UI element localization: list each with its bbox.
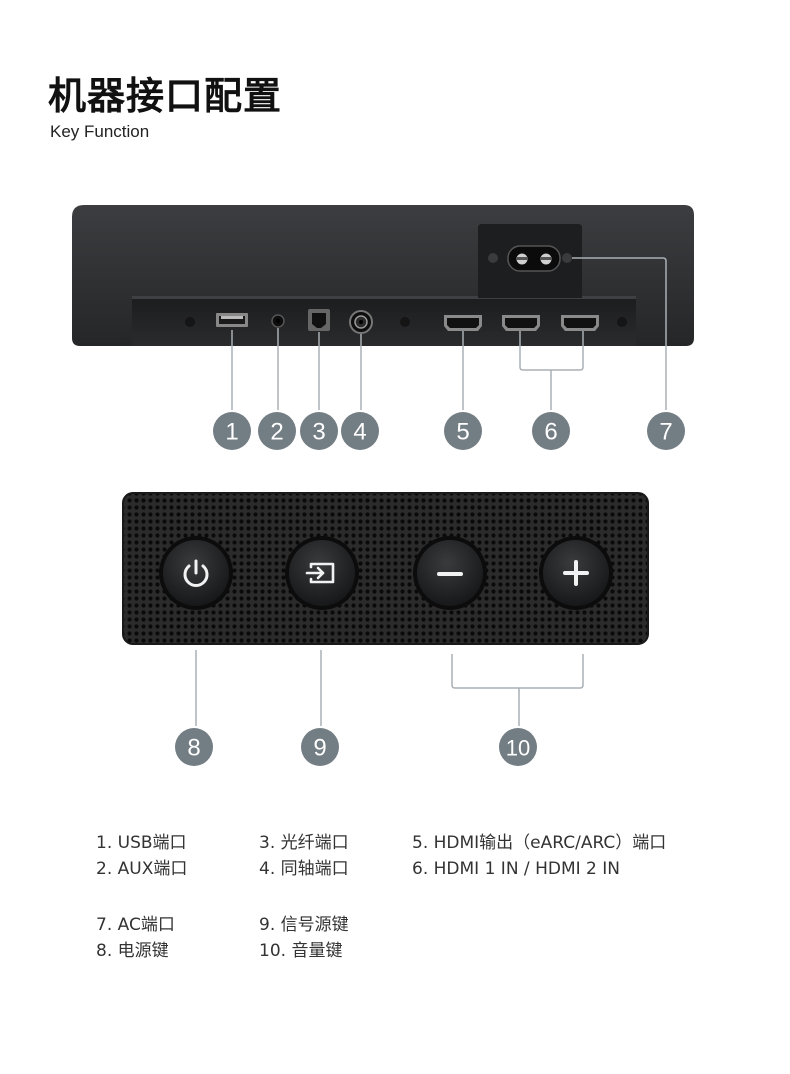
badge-number: 3	[312, 419, 325, 446]
page-subtitle: Key Function	[50, 122, 150, 141]
legend-column-2b: 9. 信号源键 10. 音量键	[259, 912, 349, 964]
badge-1: 1	[213, 412, 251, 450]
power-button	[159, 536, 233, 610]
legend-column-1: 1. USB端口 2. AUX端口	[96, 830, 187, 882]
badge-10: 10	[499, 728, 537, 766]
badge-number: 4	[353, 419, 366, 446]
legend-item: 2. AUX端口	[96, 859, 188, 879]
badge-number: 10	[506, 736, 530, 761]
legend-item: 9. 信号源键	[259, 915, 349, 935]
ac-port	[488, 245, 572, 272]
page-title: 机器接口配置	[48, 74, 283, 118]
screw	[617, 317, 627, 327]
leader-lines-bottom	[195, 650, 584, 726]
usb-port	[216, 313, 248, 327]
badge-8: 8	[175, 728, 213, 766]
badge-number: 7	[659, 419, 672, 446]
leader-lines-top	[231, 257, 667, 410]
volume-up-button	[539, 536, 613, 610]
screw	[400, 317, 410, 327]
coaxial-port	[349, 310, 373, 334]
legend-item: 4. 同轴端口	[259, 859, 349, 879]
badge-number: 9	[313, 735, 326, 762]
screw	[185, 317, 195, 327]
legend-item: 7. AC端口	[96, 915, 175, 935]
legend-column-3: 5. HDMI输出（eARC/ARC）端口 6. HDMI 1 IN / HDM…	[412, 830, 666, 882]
badge-2: 2	[258, 412, 296, 450]
legend-column-1b: 7. AC端口 8. 电源键	[96, 912, 175, 964]
legend-item: 10. 音量键	[259, 941, 343, 961]
plus-icon	[563, 560, 589, 586]
badge-4: 4	[341, 412, 379, 450]
badge-number: 6	[544, 419, 557, 446]
hdmi-out-port	[444, 315, 482, 331]
badge-number: 1	[225, 419, 238, 446]
input-source-icon	[305, 562, 335, 584]
badge-6: 6	[532, 412, 570, 450]
badge-number: 8	[187, 735, 200, 762]
hdmi-in-1-port	[502, 315, 540, 331]
badge-9: 9	[301, 728, 339, 766]
input-source-button	[285, 536, 359, 610]
hdmi-in-2-port	[561, 315, 599, 331]
badge-7: 7	[647, 412, 685, 450]
volume-down-button	[413, 536, 487, 610]
button-panel	[122, 492, 649, 645]
port-recess	[132, 298, 636, 346]
legend-item: 5. HDMI输出（eARC/ARC）端口	[412, 833, 667, 853]
rear-panel	[72, 205, 694, 346]
legend-item: 3. 光纤端口	[259, 833, 349, 853]
power-icon	[183, 559, 209, 587]
optical-port	[308, 309, 330, 331]
legend-item: 1. USB端口	[96, 833, 187, 853]
badge-5: 5	[444, 412, 482, 450]
aux-port	[271, 314, 285, 328]
legend-column-2: 3. 光纤端口 4. 同轴端口	[259, 830, 349, 882]
legend-item: 6. HDMI 1 IN / HDMI 2 IN	[412, 859, 620, 879]
badge-3: 3	[300, 412, 338, 450]
badge-number: 5	[456, 419, 469, 446]
legend-item: 8. 电源键	[96, 941, 169, 961]
badge-number: 2	[270, 419, 283, 446]
